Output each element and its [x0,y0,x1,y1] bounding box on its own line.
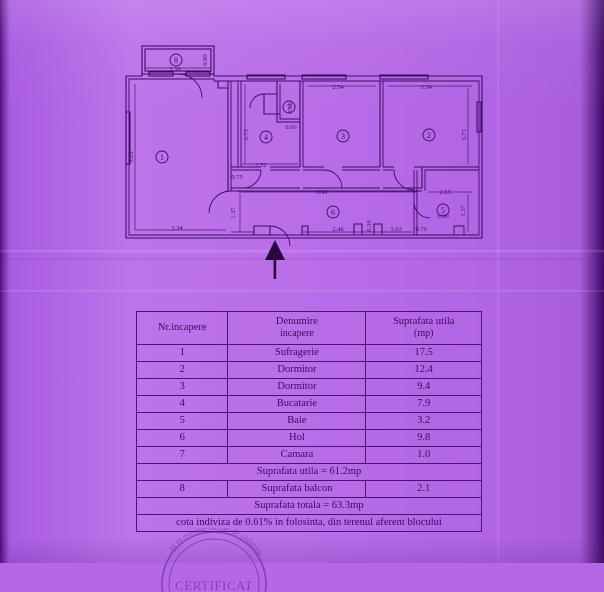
cell-name: Bucatarie [227,394,367,413]
dimension-label: 2.46 [332,226,344,233]
dimension-label: 0.90 [202,54,209,65]
cell-nr: 4 [135,394,229,413]
dimension-label: 1.03 [390,226,401,233]
dimension-label: 3.34 [420,84,432,91]
cell-area: 2.1 [365,480,482,499]
room-marker-circle [326,205,340,219]
dimension-label: 2.52 [255,162,266,169]
dimension-label: 2.54 [332,84,344,91]
room-number-label: 7 [287,103,291,112]
dimension-label: 0.66 [285,124,297,131]
dimension-label: 2.30 [169,66,180,73]
room-number-label: 8 [174,56,178,65]
cell-name: Camara [227,445,367,465]
cell-area: 9.8 [365,428,482,447]
table-header-row: Nr.incapere Denumire incapere Suprafata … [135,311,482,345]
room-number-label: 6 [331,208,335,217]
dimension-label: 2.15 [439,189,450,196]
note-row: cota indiviza de 0.61% in folosinta, din… [136,514,482,533]
header-name-line2: incapere [279,328,314,340]
dimension-label: 0.60 [437,213,448,220]
room-schedule-table: Nr.incapere Denumire incapere Suprafata … [135,311,482,533]
cell-name: Sufragerie [227,343,367,362]
cell-name: Dormitor [227,377,367,396]
dimension-label: 0.30 [366,220,373,231]
dimension-label: 1.37 [460,205,467,217]
room-number-label: 1 [160,153,164,162]
cell-area: 1.0 [365,445,482,465]
dimension-label: 0.76 [415,226,427,233]
floor-plan: 1 2 3 4 5 6 7 8 2.30 0.90 5.25 3.34 3.73 2.52 0.75 0.6… [120,34,492,246]
header-name-line1: Denumire [275,316,318,327]
cell-subtotal-utila: Suprafata utila = 61.2mp [136,462,482,482]
room-marker-circle [282,100,296,114]
dimension-label: 5.25 [128,151,135,162]
cell-nr: 1 [135,343,229,362]
header-name: Denumire incapere [227,311,367,345]
cell-nr: 7 [135,445,229,465]
cell-area: 3.2 [365,411,482,430]
room-marker-circle [336,129,350,143]
cell-name: Suprafata balcon [227,480,367,499]
cell-area: 17.5 [365,343,482,362]
cell-nr: 8 [135,480,229,499]
cell-nr: 5 [135,411,229,430]
cell-nr: 2 [135,360,229,379]
room-number-label: 4 [264,133,268,142]
room-marker-circle [155,150,169,164]
room-number-label: 5 [441,206,445,215]
stamp-inner-text: CERTIFICAT [175,578,253,592]
room-marker-circle [436,203,450,217]
header-nr: Nr.incapere [135,311,229,345]
cell-area: 9.4 [365,377,482,396]
total-row: Suprafata totala = 63.3mp [136,497,482,516]
room-number-label: 2 [427,131,431,140]
subtotal-row: Suprafata utila = 61.2mp [136,462,482,482]
cell-name: Baie [227,411,367,430]
dimension-label: 3.73 [243,129,250,140]
cell-area: 7.9 [365,394,482,413]
dimension-label: 3.73 [461,129,468,140]
room-marker-circle [422,128,436,142]
header-area: Suprafata utila (mp) [365,311,482,345]
cell-name: Dormitor [227,360,367,379]
room-marker-circle [259,130,273,144]
cell-total: Suprafata totala = 63.3mp [136,497,482,516]
cell-nr: 3 [135,377,229,396]
dimension-label: 6.41 [316,189,327,196]
dimension-label: 0.75 [231,174,242,181]
dimension-label: 0.66 [287,102,294,114]
header-area-line1: Suprafata utila [392,316,455,327]
cell-nr: 6 [135,428,229,447]
cell-name: Hol [227,428,367,447]
header-area-line2: (mp) [413,328,434,340]
cell-note: cota indiviza de 0.61% in folosinta, din… [136,514,482,533]
entrance-arrow-icon [258,238,292,280]
certification-stamp: ...ta sa execute lucrari de cadastru CER… [148,528,280,592]
dimension-label: 3.34 [171,225,183,232]
cell-area: 12.4 [365,360,482,379]
room-marker-circle [169,53,183,67]
dimension-label: 1.37 [230,207,237,219]
room-number-label: 3 [341,132,345,141]
